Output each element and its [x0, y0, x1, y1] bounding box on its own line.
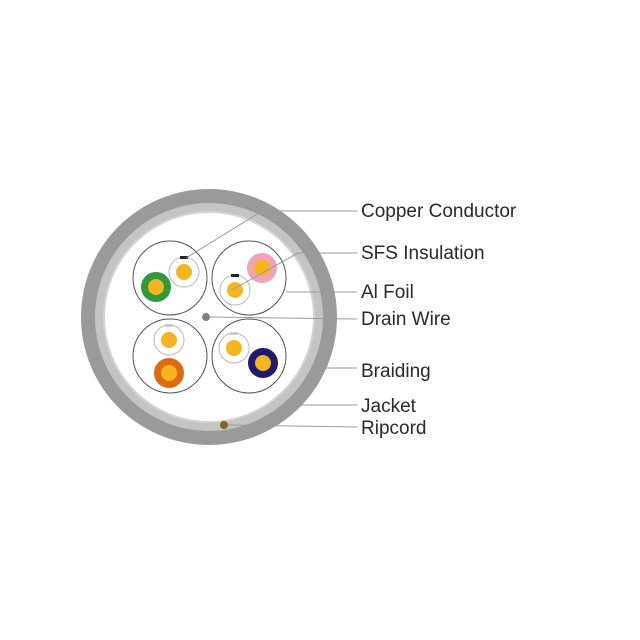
drain-marker-3	[165, 324, 173, 327]
copper-conductor-3b	[161, 365, 177, 381]
label-drain-wire: Drain Wire	[361, 309, 451, 330]
label-copper-conductor: Copper Conductor	[361, 201, 517, 222]
leader-drain-wire	[209, 316, 358, 320]
leader-sfs-insulation	[231, 252, 357, 291]
al-foil-pair-2	[211, 240, 287, 316]
copper-conductor-4b	[255, 355, 271, 371]
label-al-foil: Al Foil	[361, 282, 414, 303]
al-foil-pair-3	[132, 318, 208, 394]
drain-marker-4	[230, 332, 238, 335]
label-ripcord: Ripcord	[361, 418, 426, 439]
leader-lines	[185, 210, 358, 428]
twisted-pair-bottom-left	[132, 318, 208, 394]
label-braiding: Braiding	[361, 361, 431, 382]
drain-marker-1	[180, 256, 188, 259]
twisted-pair-top-right	[211, 240, 287, 316]
drain-wire	[202, 313, 210, 321]
copper-conductor-4a	[226, 340, 242, 356]
label-sfs-insulation: SFS Insulation	[361, 243, 485, 264]
copper-conductor-1a	[176, 264, 192, 280]
label-jacket: Jacket	[361, 396, 417, 417]
twisted-pair-top-left	[132, 240, 208, 316]
copper-conductor-2a	[254, 260, 270, 276]
drain-marker-2	[231, 274, 239, 277]
leader-ripcord	[227, 424, 358, 428]
copper-conductor-2b	[227, 282, 243, 298]
twisted-pair-bottom-right	[211, 318, 287, 394]
ripcord	[220, 421, 228, 429]
copper-conductor-1b	[148, 279, 164, 295]
leader-copper-conductor	[185, 210, 357, 259]
copper-conductor-3a	[161, 332, 177, 348]
